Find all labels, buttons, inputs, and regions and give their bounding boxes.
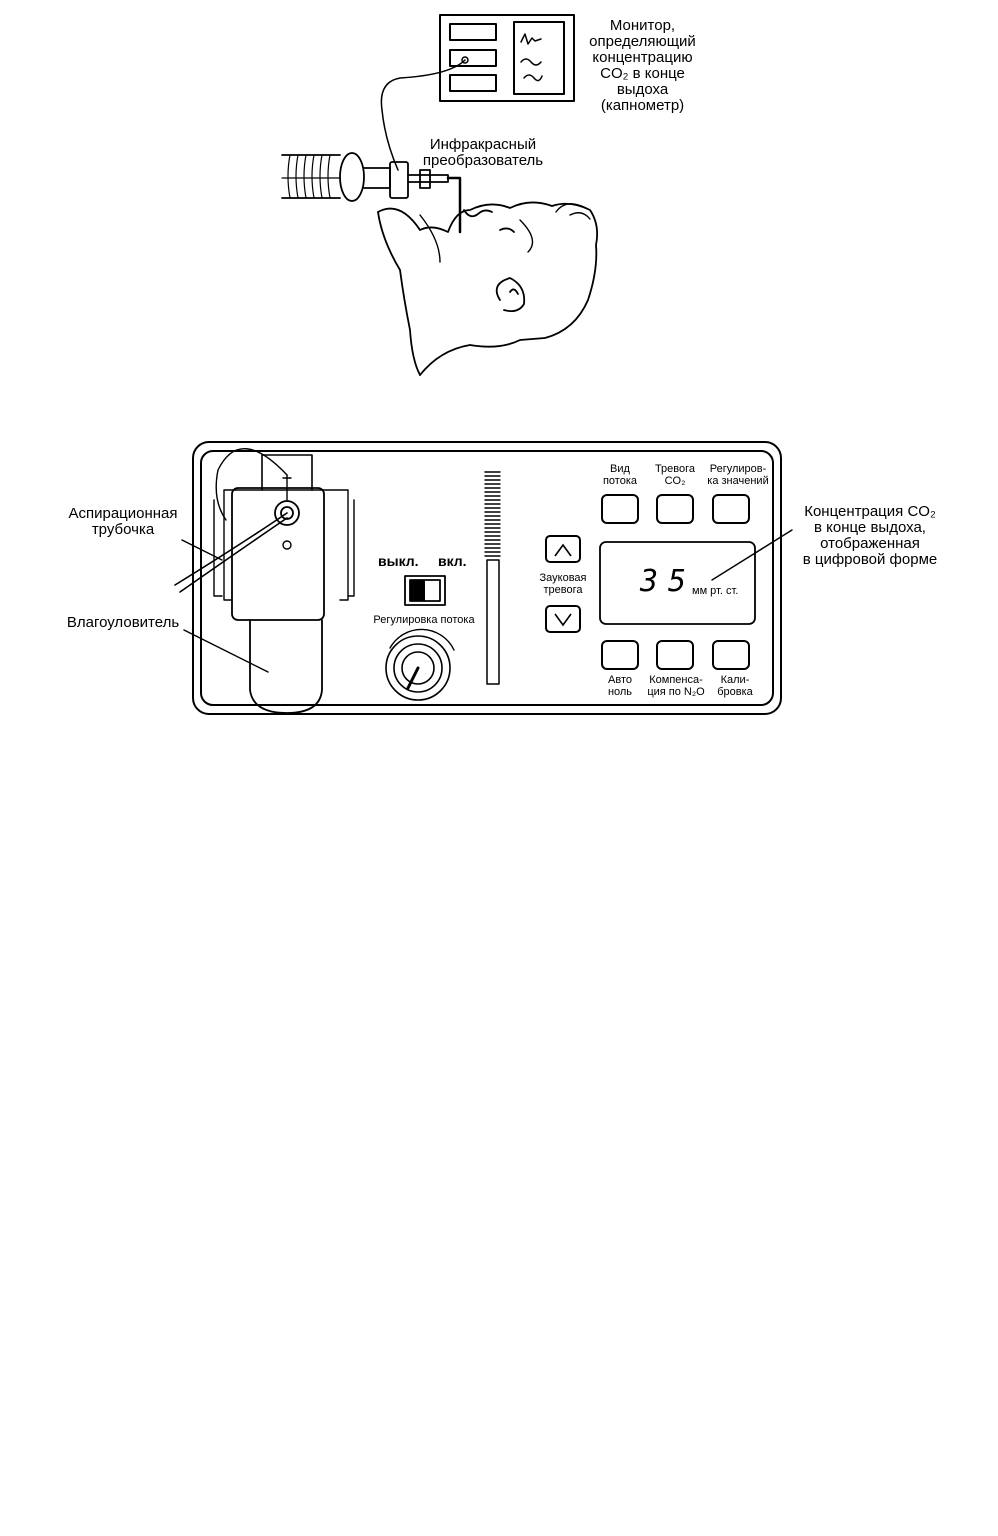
calibration-button[interactable] xyxy=(712,640,750,670)
co2-display-unit: мм рт. ст. xyxy=(692,585,739,597)
flow-view-button[interactable] xyxy=(601,494,639,524)
monitor-label-line: выдоха xyxy=(616,81,669,98)
flow-control-knob[interactable] xyxy=(385,628,455,701)
moisture-trap-label: Влагоуловитель xyxy=(66,614,180,631)
button-label-line: Компенса- xyxy=(649,674,703,686)
aspiration-tube-line: Аспирационная xyxy=(68,505,178,522)
switch-off-label: выкл. xyxy=(378,553,419,569)
button-label-line: Тревога xyxy=(654,463,696,475)
monitor-label-line: определяющий xyxy=(589,33,696,50)
co2-alarm-label: Тревога CO₂ xyxy=(645,463,705,487)
value-adjust-label: Регулиров- ка значений xyxy=(700,463,776,487)
button-label-line: ция по N₂O xyxy=(647,686,705,698)
auto-zero-label: Авто ноль xyxy=(590,674,650,698)
co2-label-line: Концентрация CO₂ xyxy=(804,503,936,520)
monitor-label-line: (капнометр) xyxy=(600,97,685,114)
calibration-label: Кали- бровка xyxy=(700,674,770,698)
alarm-label-line: тревога xyxy=(543,584,583,596)
button-label-line: потока xyxy=(602,475,638,487)
switch-on-label: вкл. xyxy=(438,553,467,569)
aspiration-tube-line: трубочка xyxy=(91,521,155,538)
co2-label-line: в конце выдоха, xyxy=(814,519,926,536)
leader-moisture-trap xyxy=(183,629,269,673)
flow-bar-graph xyxy=(484,471,501,685)
breathing-circuit xyxy=(281,152,462,234)
transducer-label-line: преобразователь xyxy=(422,152,544,169)
sensor-cable xyxy=(380,59,466,171)
co2-concentration-label: Концентрация CO₂ в конце выдоха, отображ… xyxy=(790,504,950,568)
co2-label-line: отображенная xyxy=(820,535,920,552)
button-label-line: CO₂ xyxy=(664,475,686,487)
n2o-compensation-button[interactable] xyxy=(656,640,694,670)
button-label-line: ка значений xyxy=(707,475,769,487)
button-label-line: Вид xyxy=(610,463,630,475)
monitor-label-line: CO₂ в конце xyxy=(600,65,685,82)
alarm-up-button[interactable] xyxy=(545,535,581,563)
button-label-line: ноль xyxy=(607,686,633,698)
auto-zero-button[interactable] xyxy=(601,640,639,670)
button-label-line: Авто xyxy=(608,674,632,686)
alarm-label-line: Зауковая xyxy=(539,572,587,584)
alarm-down-button[interactable] xyxy=(545,605,581,633)
value-adjust-button[interactable] xyxy=(712,494,750,524)
aspiration-tube-label: Аспирационная трубочка xyxy=(58,506,188,538)
capnometer-monitor xyxy=(439,14,575,102)
button-label-line: бровка xyxy=(717,686,753,698)
alarm-label: Зауковая тревога xyxy=(528,572,598,596)
moisture-trap-assembly xyxy=(174,448,355,714)
monitor-label: Монитор, определяющий концентрацию CO₂ в… xyxy=(580,18,705,114)
leader-co2-display xyxy=(711,529,793,581)
co2-alarm-button[interactable] xyxy=(656,494,694,524)
monitor-label-line: концентрацию xyxy=(592,49,693,66)
flow-control-label: Регулировка потока xyxy=(373,614,475,626)
transducer-label: Инфракрасный преобразователь xyxy=(408,137,558,169)
button-label-line: Кали- xyxy=(720,674,750,686)
transducer-label-line: Инфракрасный xyxy=(429,136,537,153)
n2o-compensation-label: Компенса- ция по N₂O xyxy=(640,674,712,698)
flow-view-label: Вид потока xyxy=(590,463,650,487)
power-switch[interactable] xyxy=(404,575,446,606)
patient-head xyxy=(377,201,599,376)
co2-label-line: в цифровой форме xyxy=(802,551,938,568)
button-label-line: Регулиров- xyxy=(709,463,767,475)
co2-display-value: 35 xyxy=(640,564,697,599)
co2-display xyxy=(599,541,756,625)
monitor-label-line: Монитор, xyxy=(609,17,676,34)
leader-aspiration-tube xyxy=(181,539,223,561)
